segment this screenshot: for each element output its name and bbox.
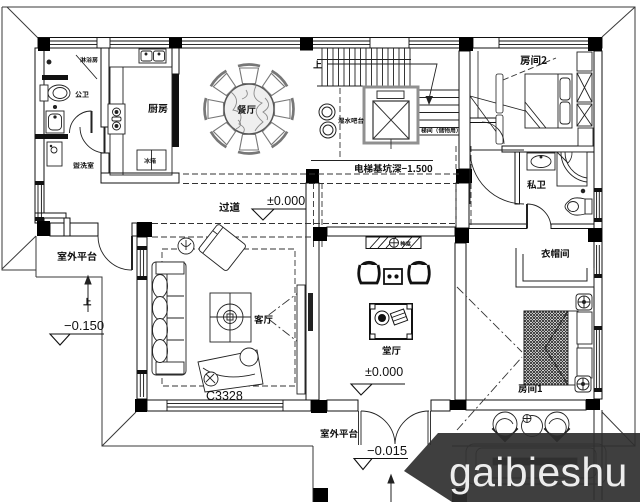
- svg-text:−0.015: −0.015: [367, 443, 407, 458]
- svg-text:−0.150: −0.150: [64, 318, 104, 333]
- svg-text:gaibieshu: gaibieshu: [449, 449, 628, 495]
- svg-text:±0.000: ±0.000: [267, 194, 305, 208]
- svg-text:±0.000: ±0.000: [365, 365, 403, 379]
- svg-text:C3328: C3328: [206, 389, 243, 403]
